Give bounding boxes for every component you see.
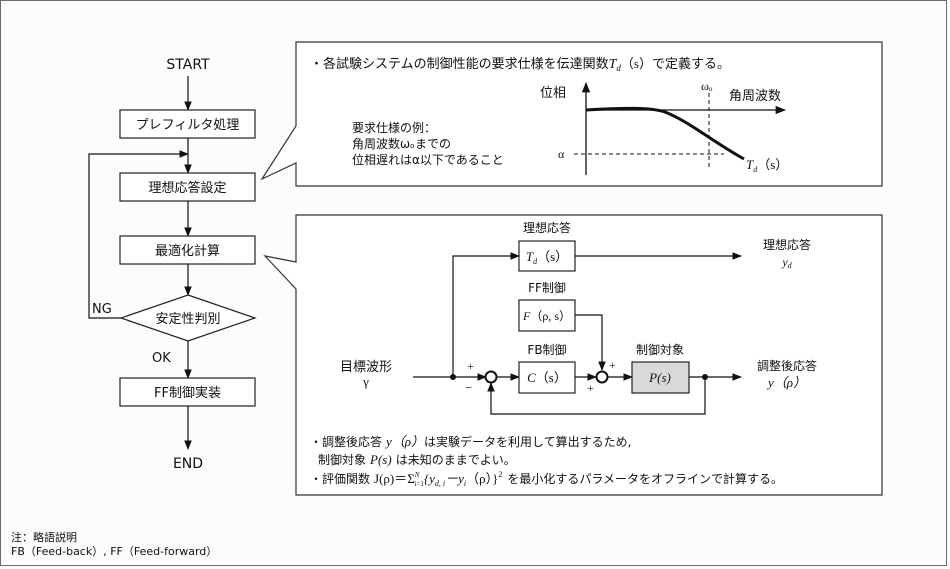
ideal-block-arg: （s） bbox=[537, 249, 568, 264]
curve-label-main: T bbox=[746, 157, 754, 172]
plant-block-arg: (s) bbox=[657, 370, 671, 385]
ff-block-main: F bbox=[522, 309, 531, 323]
ideal-block-label: Td（s） bbox=[526, 249, 568, 266]
ideal-block-title: 理想応答 bbox=[523, 220, 571, 235]
bullet2-b: P(s) bbox=[369, 452, 392, 467]
flow-box-ideal-response bbox=[119, 172, 256, 202]
footnote-title: 注：略語説明 bbox=[11, 531, 77, 544]
tuned-output-symbol: y（ρ） bbox=[766, 375, 806, 390]
fb-block bbox=[518, 361, 576, 394]
sum-junction-ff bbox=[595, 370, 609, 384]
bullet3-sub: i=1 bbox=[414, 480, 424, 488]
flow-box-ff-implement-label: FF制御実装 bbox=[154, 385, 221, 401]
callout-bottom: 目標波形 γ 理想応答 Td（s） 理想応答 yd FF制御 F（ρ, s） +… bbox=[263, 214, 883, 496]
flow-ok-label: OK bbox=[152, 351, 171, 366]
bullet3-square: 2 bbox=[498, 470, 502, 479]
callout-top-tf-arg: （s） bbox=[621, 56, 652, 71]
input-label: 目標波形 bbox=[340, 360, 392, 375]
ideal-block bbox=[518, 240, 576, 272]
flow-decision-label: 安定性判別 bbox=[155, 312, 220, 327]
bullet3-j: J(ρ)＝Σ bbox=[374, 471, 415, 486]
ff-to-sum-line bbox=[575, 314, 606, 371]
curve-label-sub: d bbox=[753, 165, 758, 174]
flow-ng-label: NG bbox=[92, 302, 112, 317]
callout-bottom-border bbox=[263, 214, 883, 496]
spec-line-1: 要求仕様の例： bbox=[352, 121, 436, 135]
callout-top-bullet: ・各試験システムの制御性能の要求仕様を伝達関数Td（s）で定義する。 bbox=[310, 56, 730, 73]
plant-block bbox=[631, 361, 690, 394]
bullet2-a: 制御対象 bbox=[318, 452, 366, 467]
flow-end: END bbox=[173, 456, 203, 472]
flow-box-prefilter bbox=[119, 109, 256, 139]
callout-top: ・各試験システムの制御性能の要求仕様を伝達関数Td（s）で定義する。 要求仕様の… bbox=[260, 41, 883, 187]
flow-start: START bbox=[166, 57, 210, 73]
plant-block-label: P(s) bbox=[648, 370, 671, 385]
sum1-minus: − bbox=[465, 380, 472, 395]
bullet3-yi-sub: i bbox=[464, 479, 466, 488]
sum1-plus: + bbox=[467, 359, 474, 373]
ff-block-arg: （ρ, s） bbox=[530, 309, 571, 323]
arrow-ng-loop bbox=[88, 150, 189, 319]
callout-top-bullet-text: ・各試験システムの制御性能の要求仕様を伝達関数 bbox=[310, 56, 609, 72]
bullet1-c: は実験データを利用して算出するため, bbox=[424, 434, 631, 449]
tuned-output-label: 調整後応答 bbox=[757, 358, 817, 373]
curve-label-arg: （s） bbox=[757, 157, 788, 172]
omega-label: ωₒ bbox=[701, 79, 713, 93]
sum-junction-fb bbox=[484, 370, 498, 384]
bullet3-rho: （ρ）} bbox=[466, 471, 498, 486]
ideal-block-sub: d bbox=[533, 257, 538, 266]
ideal-block-main: T bbox=[526, 249, 534, 264]
callout-top-tf-main: T bbox=[609, 57, 618, 72]
flow-box-optimization-label: 最適化計算 bbox=[155, 243, 220, 259]
spec-line-3: 位相遅れはα以下であること bbox=[352, 152, 504, 167]
ideal-branch-line bbox=[452, 252, 520, 377]
bullet3-f: を最小化するパラメータをオフラインで計算する。 bbox=[507, 471, 783, 486]
ideal-output-label: 理想応答 bbox=[763, 237, 811, 252]
bullet3-sup: N bbox=[414, 471, 420, 479]
bullet1-b: y（ρ） bbox=[384, 434, 424, 449]
phase-plot: 位相 角周波数 ωₒ α Td（s） bbox=[540, 79, 788, 175]
ideal-output-symbol: yd bbox=[781, 255, 792, 270]
bullet3-yd-sub: d, i bbox=[435, 479, 445, 488]
ff-block-label: F（ρ, s） bbox=[522, 309, 571, 323]
sum2-plus-top: + bbox=[609, 358, 616, 372]
phase-curve-label: Td（s） bbox=[746, 157, 788, 174]
fb-block-label: C（s） bbox=[527, 370, 567, 385]
bullet3-a: ・評価関数 bbox=[310, 471, 370, 486]
spec-line-2: 角周波数ωₒまでの bbox=[352, 136, 451, 151]
bullet3-yi: －y bbox=[445, 471, 464, 486]
fb-block-title: FB制御 bbox=[527, 342, 566, 357]
callout-top-tf-sub: d bbox=[616, 63, 621, 73]
plant-block-title: 制御対象 bbox=[636, 342, 684, 357]
phase-y-label: 位相 bbox=[540, 86, 566, 101]
flow-box-ideal-response-label: 理想応答設定 bbox=[148, 180, 226, 196]
input-symbol: γ bbox=[362, 374, 369, 389]
fb-block-main: C bbox=[527, 370, 536, 385]
callout-top-bullet-end: で定義する。 bbox=[652, 56, 730, 72]
alpha-label: α bbox=[558, 147, 565, 161]
phase-curve bbox=[585, 106, 745, 161]
bullet2-c: は未知のままでよい。 bbox=[396, 453, 516, 467]
feedback-line bbox=[487, 377, 706, 415]
ideal-output-sub: d bbox=[788, 261, 793, 270]
phase-x-label: 角周波数 bbox=[729, 89, 781, 104]
fb-block-arg: （s） bbox=[536, 370, 567, 385]
flowchart: START プレフィルタ処理 理想応答設定 最適化計算 安定性判別 NG OK … bbox=[88, 57, 257, 472]
footnote-abbrev: FB（Feed-back）, FF（Feed-forward） bbox=[11, 545, 218, 558]
ideal-output-y: y bbox=[781, 255, 788, 269]
bullet3-yd: {y bbox=[424, 471, 435, 486]
bullet1-a: ・調整後応答 bbox=[310, 434, 382, 449]
flow-box-prefilter-label: プレフィルタ処理 bbox=[136, 118, 240, 133]
sum2-plus-left: + bbox=[587, 381, 594, 395]
plant-block-main: P bbox=[648, 370, 657, 385]
ff-block-title: FF制御 bbox=[528, 280, 566, 295]
